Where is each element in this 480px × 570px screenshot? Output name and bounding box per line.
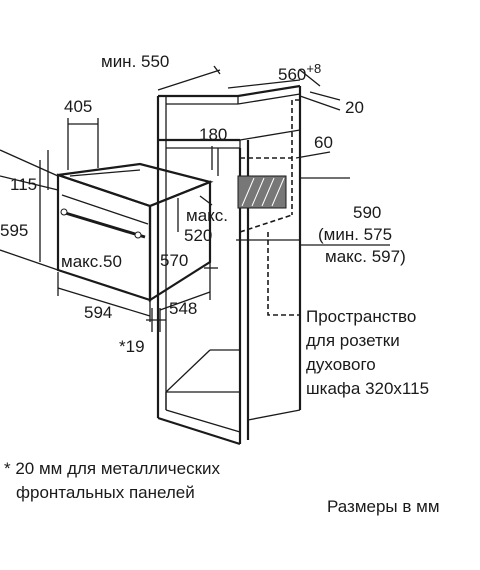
dim-maks: макс. [186, 206, 228, 225]
dim-60: 60 [314, 133, 333, 152]
socket-note-line-3: духового [306, 355, 376, 374]
dim-595: 595 [0, 221, 28, 240]
socket-note-line-4: шкафа 320x115 [306, 379, 429, 398]
socket-note-line-2: для розетки [306, 331, 400, 350]
dim-20: 20 [345, 98, 364, 117]
dim-520: 520 [184, 226, 212, 245]
dim-min-575: (мин. 575 [318, 225, 392, 244]
dim-590: 590 [353, 203, 381, 222]
cabinet-drawing [156, 84, 302, 446]
dim-min-550: мин. 550 [101, 52, 169, 71]
dim-180: 180 [199, 125, 227, 144]
dim-star-19: *19 [119, 337, 145, 356]
dim-560: 560+8 [278, 61, 321, 84]
dim-570: 570 [160, 251, 188, 270]
socket-note-line-1: Пространство [306, 307, 416, 326]
dim-548: 548 [169, 299, 197, 318]
dim-max-50: макс.50 [61, 252, 122, 271]
dim-594: 594 [84, 303, 112, 322]
dimension-lines [0, 65, 390, 332]
footnote-line-2: фронтальных панелей [16, 483, 195, 502]
dim-115: 115 [10, 175, 37, 194]
footnote-line-1: * 20 мм для металлических [4, 459, 221, 478]
units-note: Размеры в мм [327, 497, 440, 516]
dim-max-597: макс. 597) [325, 247, 406, 266]
dim-405: 405 [64, 97, 92, 116]
